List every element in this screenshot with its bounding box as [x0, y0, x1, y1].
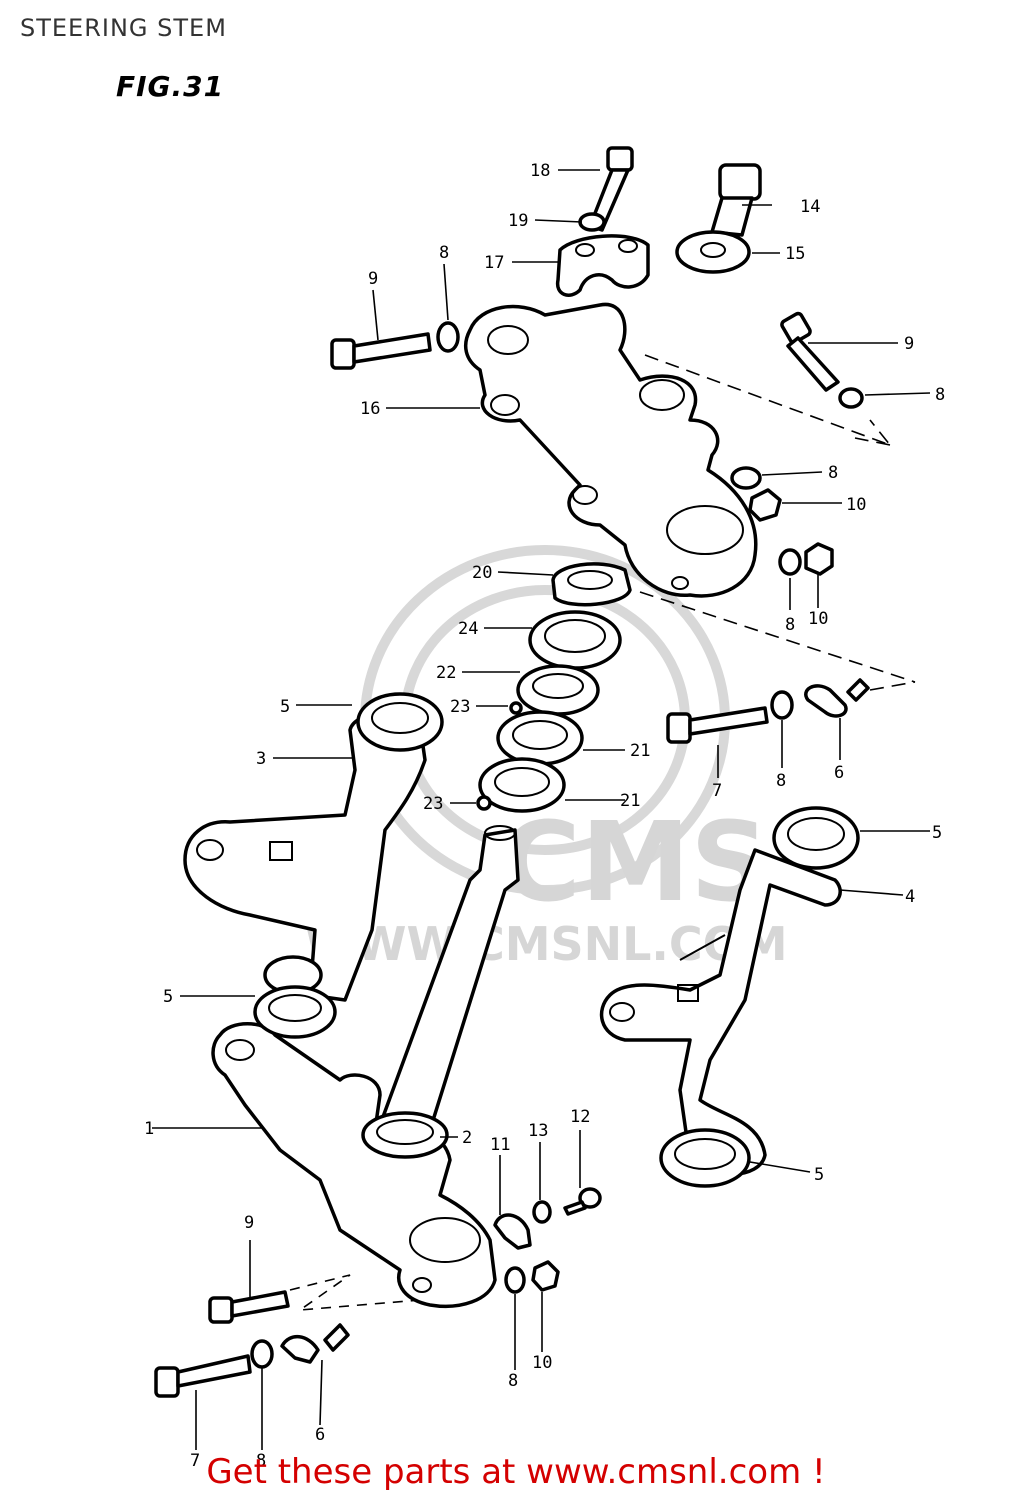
- nut-10-mid: [748, 488, 782, 522]
- callout-10-lower-center: 10: [532, 1353, 552, 1373]
- callout-7-lower: 7: [190, 1451, 200, 1471]
- washer-19: [578, 212, 606, 232]
- washer-8-lower-center: [504, 1266, 526, 1294]
- callout-14: 14: [800, 197, 820, 217]
- bolt-9-upper-left: [330, 332, 432, 370]
- footer-parts-link[interactable]: Get these parts at www.cmsnl.com !: [206, 1452, 826, 1492]
- rubber-ring-5-lower-left: [253, 955, 337, 1039]
- washer-8-lower-left: [250, 1339, 274, 1369]
- callout-7-right: 7: [712, 781, 722, 801]
- nut-10-right: [804, 542, 834, 576]
- callout-8-right: 8: [785, 615, 795, 635]
- callout-8-lower-left: 8: [256, 1451, 266, 1471]
- callout-9-upper-right: 9: [904, 334, 914, 354]
- callout-16: 16: [360, 399, 380, 419]
- callout-17: 17: [484, 253, 504, 273]
- rubber-ring-5-upper-left: [356, 692, 444, 752]
- callout-6-right: 6: [834, 763, 844, 783]
- callout-8-upper-right: 8: [935, 385, 945, 405]
- clip-6-lower: [280, 1323, 350, 1364]
- steel-ball-23-upper: [509, 701, 523, 715]
- callout-8-lower-center: 8: [508, 1371, 518, 1391]
- callout-2: 2: [462, 1128, 472, 1148]
- outer-race-21-lower: [478, 757, 566, 813]
- callout-8-right-lower: 8: [776, 771, 786, 791]
- rubber-ring-5-upper-right: [772, 806, 860, 870]
- callout-19: 19: [508, 211, 528, 231]
- bolt-14: [710, 163, 762, 237]
- callout-21-lower: 21: [620, 791, 640, 811]
- callout-15: 15: [785, 244, 805, 264]
- lower-bracket-1: [211, 1022, 497, 1308]
- callout-9-lower: 9: [244, 1213, 254, 1233]
- callout-10-right: 10: [808, 609, 828, 629]
- washer-8-upper-right: [838, 387, 864, 409]
- figure-label: FIG.31: [116, 70, 225, 103]
- callout-23-lower: 23: [423, 794, 443, 814]
- clip-6-right: [804, 678, 870, 718]
- washer-13: [532, 1200, 552, 1224]
- callout-8-mid: 8: [828, 463, 838, 483]
- steering-nut-20: [551, 562, 632, 607]
- callout-leader-lines: [152, 169, 931, 1450]
- watermark-logo-text: CMS: [500, 798, 769, 926]
- upper-bracket-16: [463, 302, 758, 598]
- callout-3: 3: [256, 749, 266, 769]
- bolt-7-right: [666, 706, 769, 744]
- callout-labels: 18 14 19 17 15 9 8 9 8 16 8 10 20 8 10 2…: [144, 161, 945, 1471]
- race-washer-24: [528, 610, 622, 670]
- callout-1: 1: [144, 1119, 154, 1139]
- nut-10-lower-center: [531, 1260, 560, 1292]
- outer-race-21-upper: [496, 710, 584, 766]
- callout-22: 22: [436, 663, 456, 683]
- callout-10-mid: 10: [846, 495, 866, 515]
- washer-8-right: [778, 548, 802, 576]
- callout-23-upper: 23: [450, 697, 470, 717]
- callout-5-upper-left: 5: [280, 697, 290, 717]
- steering-stem-shaft: [378, 825, 520, 1132]
- callout-13: 13: [528, 1121, 548, 1141]
- bolt-7-lower: [154, 1354, 252, 1398]
- washer-8-right-lower: [770, 690, 794, 720]
- page-title: STEERING STEM: [20, 14, 227, 42]
- washer-8-mid: [730, 466, 762, 490]
- watermark-logo: CMS WWW.CMSNL.COM: [305, 545, 788, 971]
- callout-18: 18: [530, 161, 550, 181]
- callout-9-upper-left: 9: [368, 269, 378, 289]
- clip-11: [493, 1213, 532, 1250]
- callout-8-upper-left: 8: [439, 243, 449, 263]
- watermark-url-text: WWW.CMSNL.COM: [305, 917, 788, 971]
- washer-15: [675, 230, 751, 274]
- bolt-9-upper-right: [780, 311, 840, 392]
- callout-5-lower-right: 5: [814, 1165, 824, 1185]
- washer-8-upper-left: [436, 321, 460, 353]
- callout-5-lower-left: 5: [163, 987, 173, 1007]
- steel-ball-23-lower: [476, 795, 492, 811]
- handlebar-clamp-17: [555, 234, 650, 297]
- callout-4: 4: [905, 887, 915, 907]
- callout-20: 20: [472, 563, 492, 583]
- rubber-ring-5-lower-right: [659, 1128, 751, 1188]
- callout-24: 24: [458, 619, 478, 639]
- callout-5-upper-right: 5: [932, 823, 942, 843]
- callout-6-lower: 6: [315, 1425, 325, 1445]
- callout-21-upper: 21: [630, 741, 650, 761]
- callout-11: 11: [490, 1135, 510, 1155]
- bolt-9-lower: [208, 1290, 290, 1324]
- screw-12: [563, 1187, 602, 1216]
- cone-race-22: [516, 664, 600, 716]
- callout-12: 12: [570, 1107, 590, 1127]
